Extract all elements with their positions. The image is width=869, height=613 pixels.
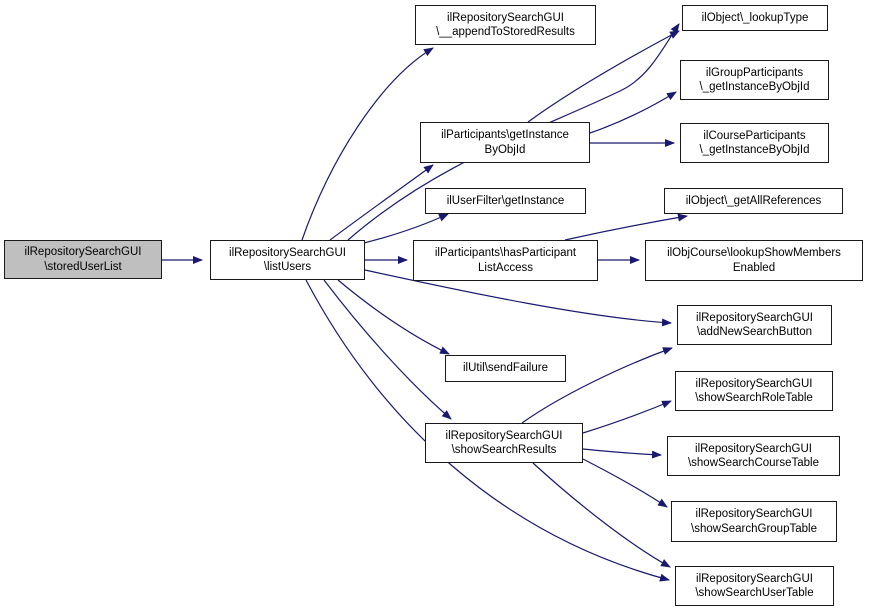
node-label-line: \listUsers: [263, 261, 312, 273]
node-label-line: ilRepositorySearchGUI: [696, 311, 813, 324]
node-sendFailure[interactable]: ilUtil\sendFailure: [445, 355, 566, 382]
node-listUsers[interactable]: ilRepositorySearchGUI \listUsers: [210, 240, 365, 280]
node-label-line: ilRepositorySearchGUI: [447, 11, 564, 24]
node-label-line: \showSearchCourseTable: [687, 457, 820, 469]
edge-listUsers-to-appendToStoredResults: [301, 47, 434, 241]
node-label-line: \showSearchUserTable: [695, 587, 814, 599]
node-label-line: \_getInstanceByObjId: [699, 144, 810, 156]
node-showSearchCourseTable[interactable]: ilRepositorySearchGUI \showSearchCourseTa…: [667, 436, 840, 476]
node-label-line: ilUserFilter\getInstance: [446, 194, 565, 207]
node-showSearchUserTable[interactable]: ilRepositorySearchGUI \showSearchUserTabl…: [675, 566, 834, 606]
node-addNewSearchButton[interactable]: ilRepositorySearchGUI \addNewSearchButton: [677, 305, 832, 345]
node-label-line: ilParticipants\hasParticipant: [434, 247, 577, 259]
node-label-line: ilRepositorySearchGUI: [696, 572, 813, 585]
node-label-line: ilObject\_getAllReferences: [685, 194, 822, 207]
node-label-line: ilRepositorySearchGUI: [445, 429, 563, 442]
node-label-line: ilObjCourse\lookupShowMembers: [667, 247, 841, 259]
node-label-line: ilRepositorySearchGUI: [229, 246, 346, 259]
node-storedUserList: ilRepositorySearchGUI \storedUserList: [4, 240, 162, 279]
edge-hasParticipantListAccess-to-getAllReferences: [564, 213, 688, 241]
node-label-line: ilObject\_lookupType: [701, 11, 809, 24]
edge-listUsers-to-showSearchResults: [323, 279, 452, 420]
node-appendToStoredResults[interactable]: ilRepositorySearchGUI \__appendToStoredRe…: [415, 5, 596, 45]
node-label-line: \showSearchGroupTable: [691, 522, 817, 535]
node-courseParticipantsGetInstanceByObjId[interactable]: ilCourseParticipants \_getInstanceByObjId: [680, 123, 829, 163]
node-label-line: Enabled: [732, 261, 776, 274]
edge-showSearchResults-to-showSearchGroupTable: [582, 458, 668, 508]
node-showSearchResults[interactable]: ilRepositorySearchGUI \showSearchResults: [425, 423, 583, 463]
node-label-line: \storedUserList: [44, 260, 122, 273]
node-showSearchRoleTable[interactable]: ilRepositorySearchGUI \showSearchRoleTabl…: [675, 371, 833, 411]
node-showSearchGroupTable[interactable]: ilRepositorySearchGUI \showSearchGroupTab…: [671, 501, 837, 542]
edge-listUsers-to-showSearchUserTable: [305, 279, 670, 582]
edge-showSearchResults-to-addNewSearchButton: [521, 347, 673, 424]
edge-listUsers-to-participantsGetInstanceByObjId: [329, 164, 434, 241]
node-label-line: ilCourseParticipants: [703, 129, 806, 142]
edge-participantsGetInstanceByObjId-to-lookupType: [527, 30, 680, 123]
edge-showSearchResults-to-showSearchCourseTable: [582, 448, 662, 459]
node-label-line: ByObjId: [484, 143, 526, 156]
edge-listUsers-to-addNewSearchButton: [364, 269, 672, 327]
edge-listUsers-to-lookupType: [347, 23, 680, 241]
node-getAllReferences[interactable]: ilObject\_getAllReferences: [664, 188, 843, 214]
edge-showSearchResults-to-showSearchRoleTable: [582, 400, 672, 434]
node-label-line: ilUtil\sendFailure: [462, 362, 548, 375]
node-label-line: ilRepositorySearchGUI: [695, 442, 812, 455]
node-label-line: \_getInstanceByObjId: [699, 81, 810, 93]
node-label-line: \showSearchResults: [451, 444, 557, 456]
node-lookupType[interactable]: ilObject\_lookupType: [682, 5, 828, 31]
node-label-line: ListAccess: [478, 261, 533, 274]
node-label-line: \showSearchRoleTable: [695, 392, 813, 404]
edge-listUsers-to-sendFailure: [337, 279, 450, 355]
node-label-line: ilRepositorySearchGUI: [695, 508, 813, 520]
node-label-line: \addNewSearchButton: [696, 326, 813, 338]
node-label-line: ilGroupParticipants: [705, 66, 804, 79]
node-label-line: ilRepositorySearchGUI: [24, 246, 142, 258]
node-label-line: ilRepositorySearchGUI: [695, 377, 813, 390]
node-groupParticipantsGetInstanceByObjId[interactable]: ilGroupParticipants \_getInstanceByObjId: [680, 60, 829, 100]
node-label-line: \__appendToStoredResults: [436, 26, 575, 38]
edge-participantsGetInstanceByObjId-to-groupParticipantsGetInstanceByObjId: [589, 91, 677, 134]
edges-group: [162, 23, 688, 582]
node-label-line: ilParticipants\getInstance: [441, 129, 569, 141]
edge-showSearchResults-to-showSearchUserTable: [532, 462, 671, 568]
node-userFilterGetInstance[interactable]: ilUserFilter\getInstance: [425, 188, 586, 214]
